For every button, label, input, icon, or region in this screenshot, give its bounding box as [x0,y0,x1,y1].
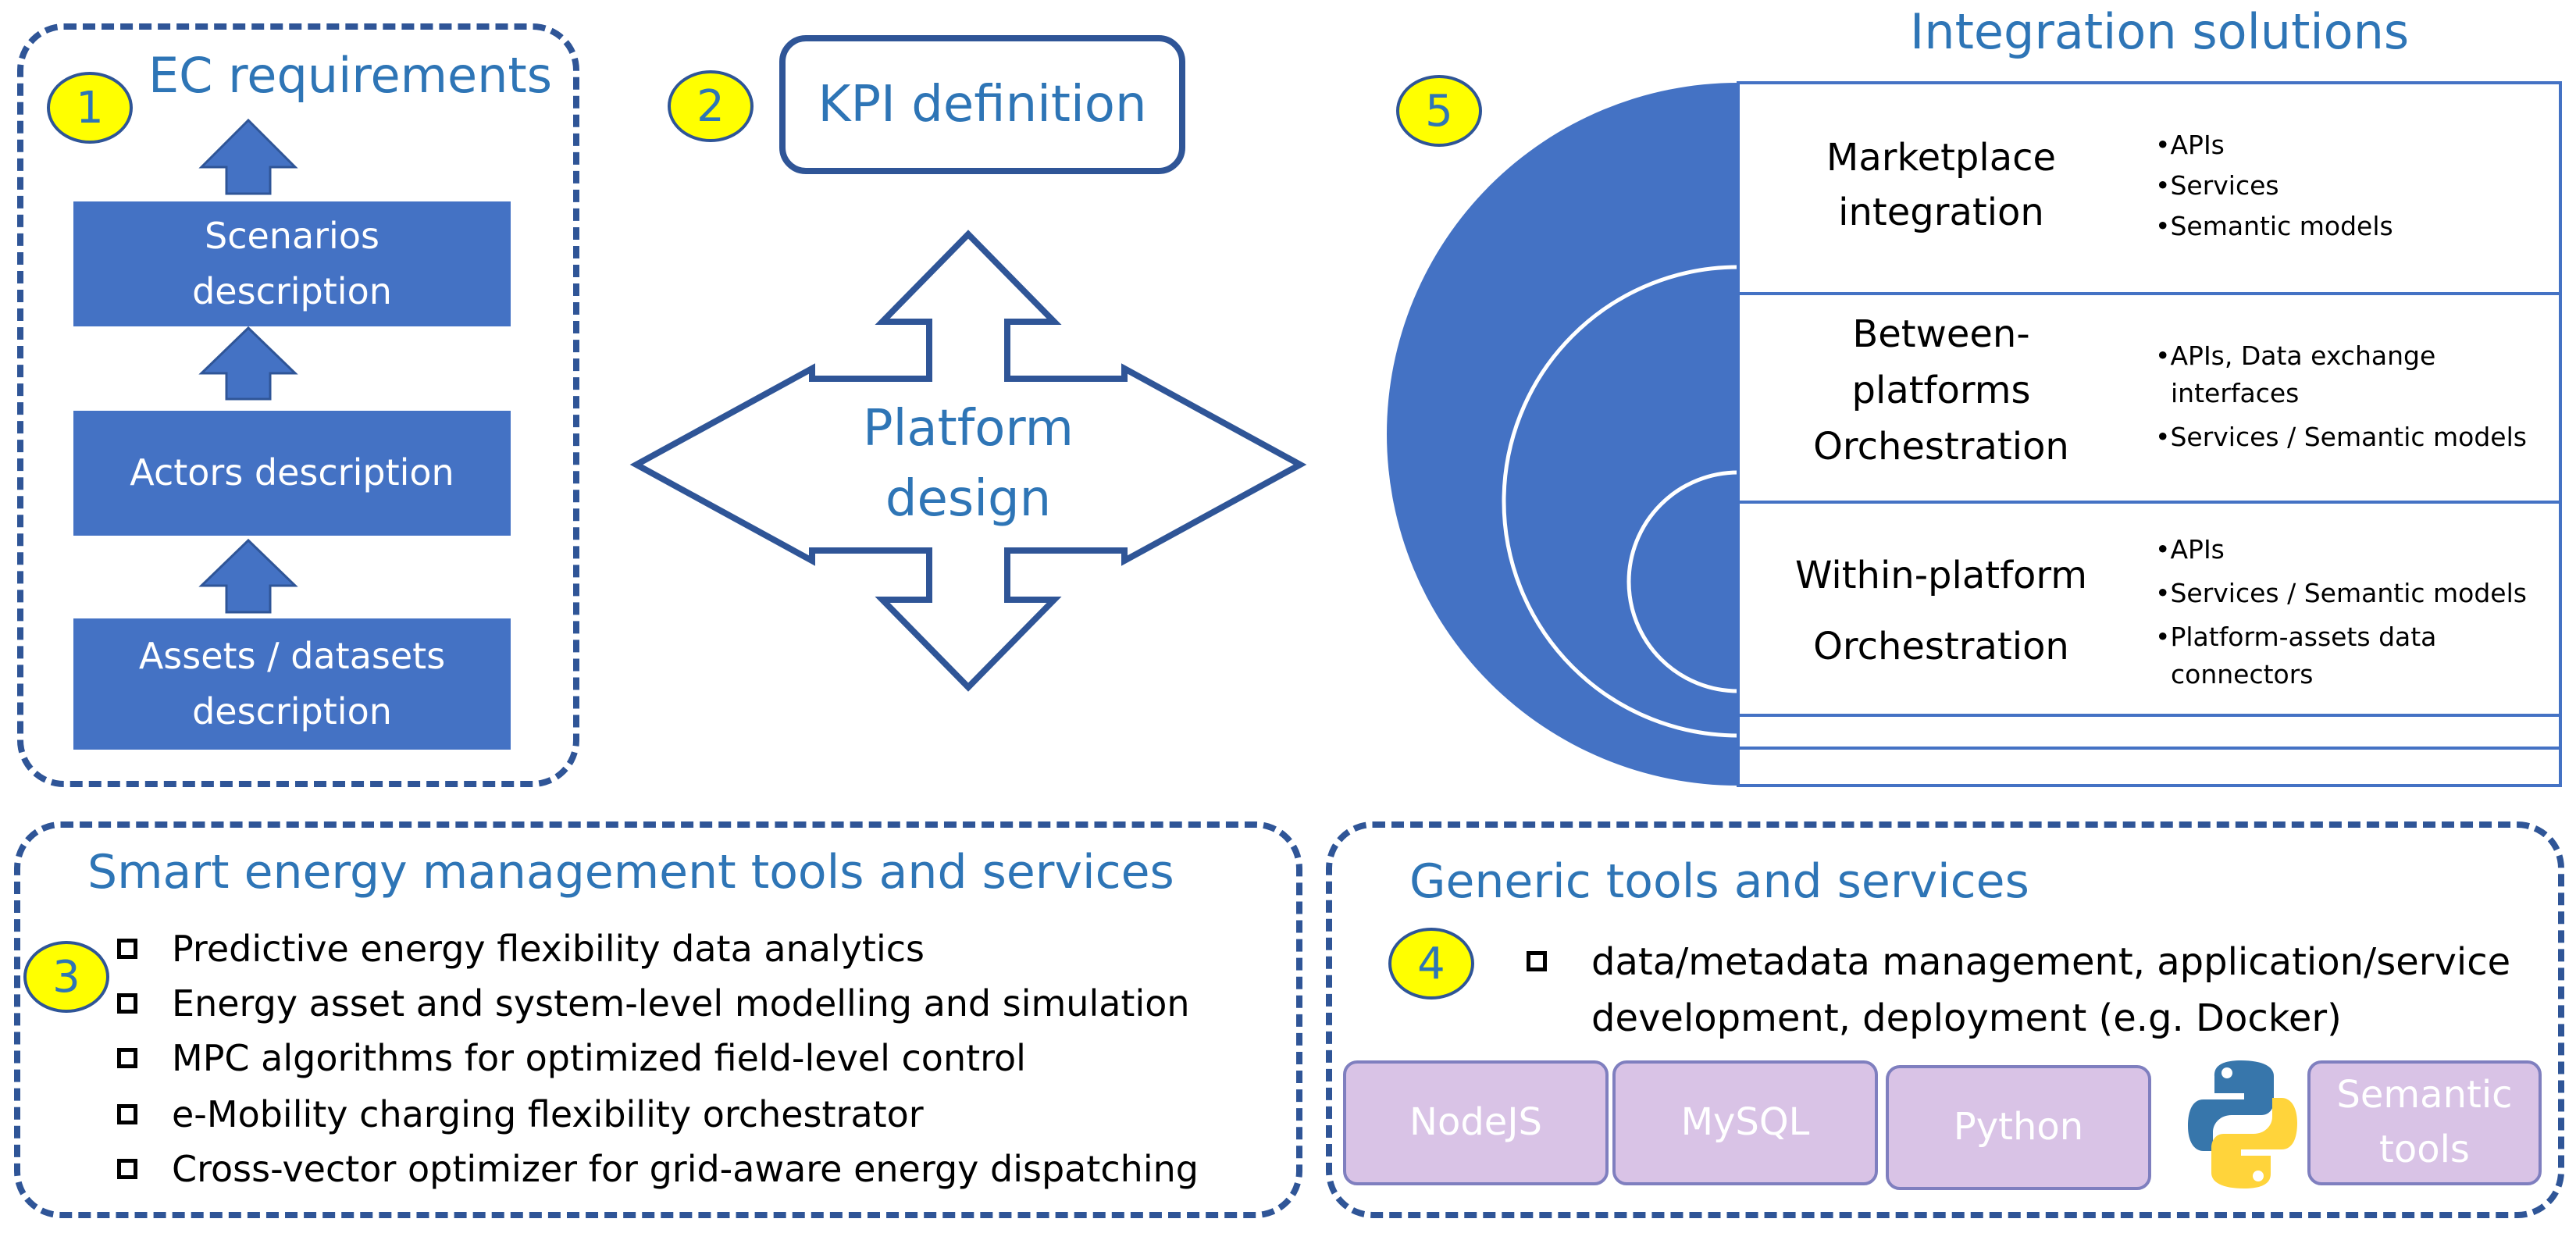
bullet-item: •Services [2155,169,2279,201]
smart-energy-item-label: MPC algorithms for optimized field-level… [172,1037,1026,1079]
actors-description-box: Actors description [73,411,511,536]
scenarios-description-box: Scenarios description [73,201,511,326]
generic-tools-title: Generic tools and services [1409,854,2029,909]
platform-design-label: Platform design [863,400,1074,528]
up-arrow-2 [198,326,298,401]
integration-solutions-title: Integration solutions [1910,3,2410,60]
assets-datasets-description-box: Assets / datasets description [73,618,511,750]
smart-energy-item: MPC algorithms for optimized field-level… [117,1037,1026,1079]
smart-energy-panel [14,821,1302,1218]
integration-table [1737,81,2562,787]
badge-3: 3 [23,941,109,1013]
bullet-item: •Platform-assets data [2155,621,2437,652]
smart-energy-item-label: Cross-vector optimizer for grid-aware en… [172,1148,1199,1190]
badge-2: 2 [668,70,754,142]
tool-python: Python [1886,1065,2151,1190]
kpi-definition-label: KPI definition [818,76,1147,134]
ec-up-arrows [198,118,298,614]
bullet-item: •APIs, Data exchange [2155,340,2436,371]
marketplace-integration-label: Marketplace integration [1826,136,2057,234]
up-arrow-3 [198,538,298,614]
bullet-item: •APIs [2155,130,2225,160]
generic-tools-item-label: data/metadata management, application/se… [1591,940,2511,1040]
badge-1: 1 [47,72,133,144]
checkbox-icon [1527,951,1547,971]
bullet-item: •Services / Semantic models [2155,421,2527,452]
tool-nodejs: NodeJS [1343,1060,1609,1185]
outer-half-disc [1387,83,1738,786]
badge-4: 4 [1388,928,1474,1000]
badge-5: 5 [1396,75,1482,147]
python-logo [2188,1060,2297,1188]
ec-requirements-title: EC requirements [148,47,553,104]
between-platforms-label: Between- platforms Orchestration [1813,312,2069,469]
smart-energy-item: e-Mobility charging flexibility orchestr… [117,1093,924,1135]
smart-energy-item: Predictive energy flexibility data analy… [117,928,925,970]
generic-tools-panel [1326,821,2564,1218]
smart-energy-item-label: Predictive energy flexibility data analy… [172,928,925,970]
bullet-item: interfaces [2171,377,2300,408]
up-arrow-1 [198,118,298,195]
platform-design-arrow [629,230,1307,692]
tool-mysql: MySQL [1612,1060,1878,1185]
between-platforms-bullets: •APIs, Data exchange interfaces •Service… [2155,337,2527,456]
bullet-item: connectors [2171,658,2314,690]
bullet-item: •APIs [2155,534,2225,565]
integration-layers-graphic [1387,81,2562,787]
smart-energy-item: Energy asset and system-level modelling … [117,982,1190,1025]
smart-energy-item-label: e-Mobility charging flexibility orchestr… [172,1093,924,1135]
smart-energy-title: Smart energy management tools and servic… [87,845,1174,900]
kpi-definition-box: KPI definition [779,35,1185,174]
checkbox-icon [117,939,137,959]
marketplace-integration-bullets: •APIs •Services •Semantic models [2155,127,2393,245]
within-platform-bullets: •APIs •Services / Semantic models •Platf… [2155,531,2527,693]
bullet-item: •Semantic models [2155,210,2393,241]
smart-energy-item-label: Energy asset and system-level modelling … [172,982,1190,1025]
checkbox-icon [117,1048,137,1068]
smart-energy-item: Cross-vector optimizer for grid-aware en… [117,1148,1199,1190]
checkbox-icon [117,993,137,1014]
tool-semantic-tools: Semantic tools [2307,1060,2542,1185]
within-platform-label: Within-platform Orchestration [1794,554,2087,669]
checkbox-icon [117,1104,137,1124]
bullet-item: •Services / Semantic models [2155,577,2527,608]
checkbox-icon [117,1159,137,1179]
ec-requirements-panel [17,23,579,787]
